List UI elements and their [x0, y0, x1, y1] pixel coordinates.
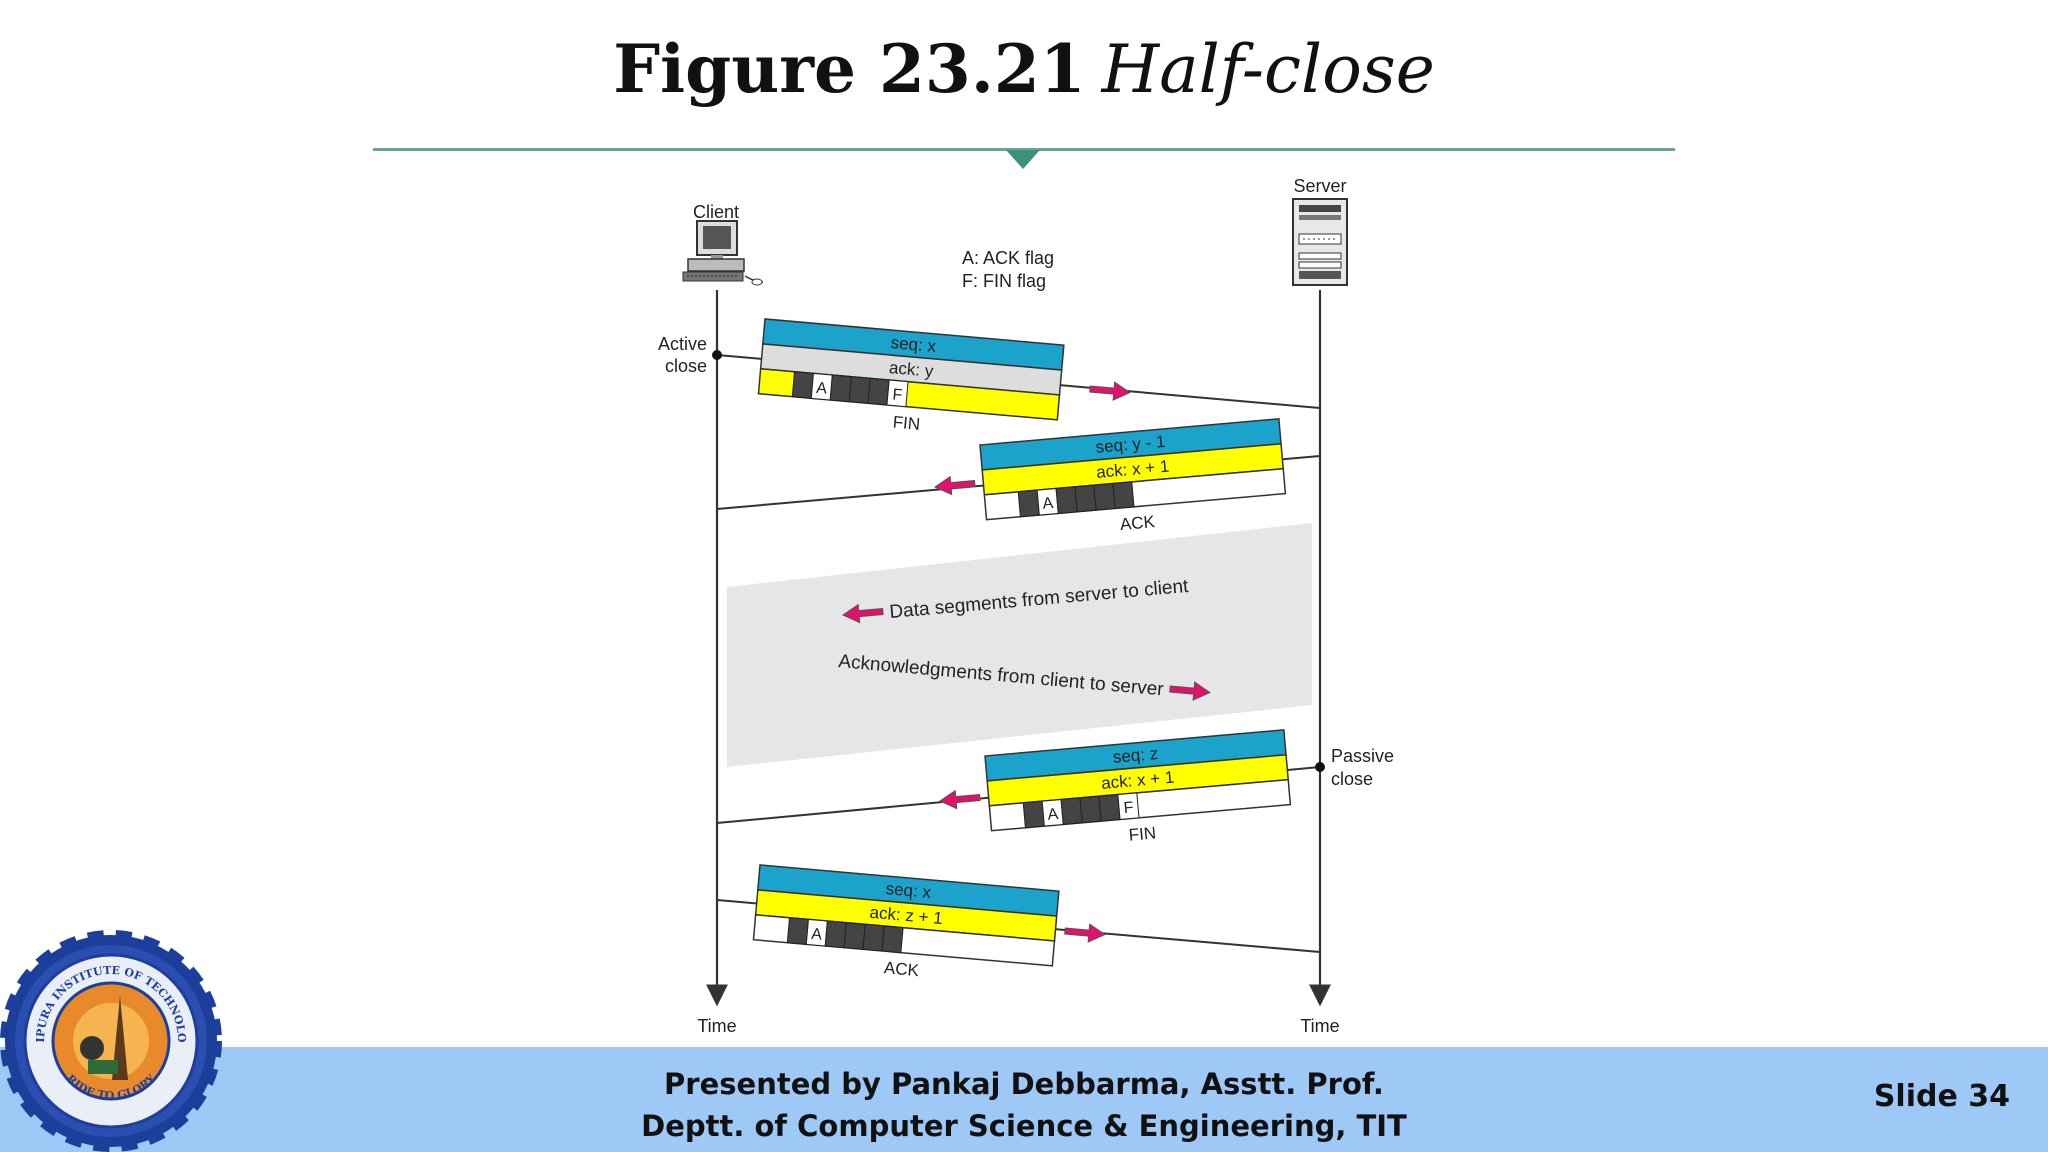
data-transfer-band	[727, 523, 1312, 767]
slide-number: Slide 34	[1873, 1079, 2010, 1114]
arrow-right-icon	[1064, 923, 1106, 943]
passive-close-label-1: Passive	[1331, 746, 1394, 766]
divider-pointer-icon	[1006, 150, 1040, 169]
server-label: Server	[1293, 176, 1346, 196]
server-icon	[1292, 198, 1348, 286]
arrow-right-icon	[1089, 381, 1131, 401]
seg1-ack: ack: y	[888, 358, 934, 381]
segment-ack-client: seq: x ack: z + 1 A ACK	[752, 864, 1060, 980]
seg1-flag-f: F	[892, 386, 903, 404]
passive-close-point	[1315, 762, 1325, 772]
segment-fin-server: seq: z ack: x + 1 A F FIN	[984, 729, 1292, 845]
seg4-caption: ACK	[883, 958, 920, 980]
seg1-caption: FIN	[892, 413, 921, 434]
client-computer-icon	[682, 220, 764, 286]
passive-close-label-2: close	[1331, 769, 1373, 789]
segment-ack-server: seq: y - 1 ack: x + 1 A ACK	[979, 418, 1287, 534]
legend-fin: F: FIN flag	[962, 271, 1046, 291]
seg3-flag-a: A	[1047, 806, 1059, 824]
footer-bar: Presented by Pankaj Debbarma, Asstt. Pro…	[0, 1047, 2048, 1152]
seg2-flag-a: A	[1042, 495, 1054, 513]
department-line: Deptt. of Computer Science & Engineering…	[641, 1109, 1407, 1143]
legend-ack: A: ACK flag	[962, 248, 1054, 268]
presenter-credit: Presented by Pankaj Debbarma, Asstt. Pro…	[0, 1063, 2048, 1147]
presenter-line: Presented by Pankaj Debbarma, Asstt. Pro…	[664, 1067, 1384, 1101]
active-close-label-2: close	[665, 356, 707, 376]
title-divider	[373, 148, 1675, 151]
segment-fin-client: seq: x ack: y A F FIN	[757, 318, 1065, 434]
client-label: Client	[693, 202, 739, 222]
arrow-left-icon	[841, 603, 884, 624]
seg2-caption: ACK	[1119, 512, 1156, 534]
figure-subtitle: Half-close	[1101, 31, 1435, 108]
seg1-seq: seq: x	[890, 333, 937, 356]
seg3-seq: seq: z	[1112, 744, 1159, 767]
figure-number: Figure 23.21	[613, 30, 1086, 108]
seg3-flag-f: F	[1123, 799, 1134, 817]
seg1-flag-a: A	[816, 380, 828, 398]
arrow-right-icon	[1169, 681, 1211, 701]
arrow-left-icon	[938, 789, 981, 810]
seg4-flag-a: A	[811, 926, 823, 944]
active-close-point	[712, 350, 722, 360]
institute-logo: TRIPURA INSTITUTE OF TECHNOLOGY RIDE TO …	[0, 930, 222, 1152]
active-close-label-1: Active	[658, 334, 707, 354]
seg4-seq: seq: x	[885, 879, 932, 902]
arrow-left-icon	[933, 475, 976, 496]
server-time-label: Time	[1300, 1016, 1339, 1036]
seg3-caption: FIN	[1128, 823, 1157, 844]
client-time-label: Time	[697, 1016, 736, 1036]
